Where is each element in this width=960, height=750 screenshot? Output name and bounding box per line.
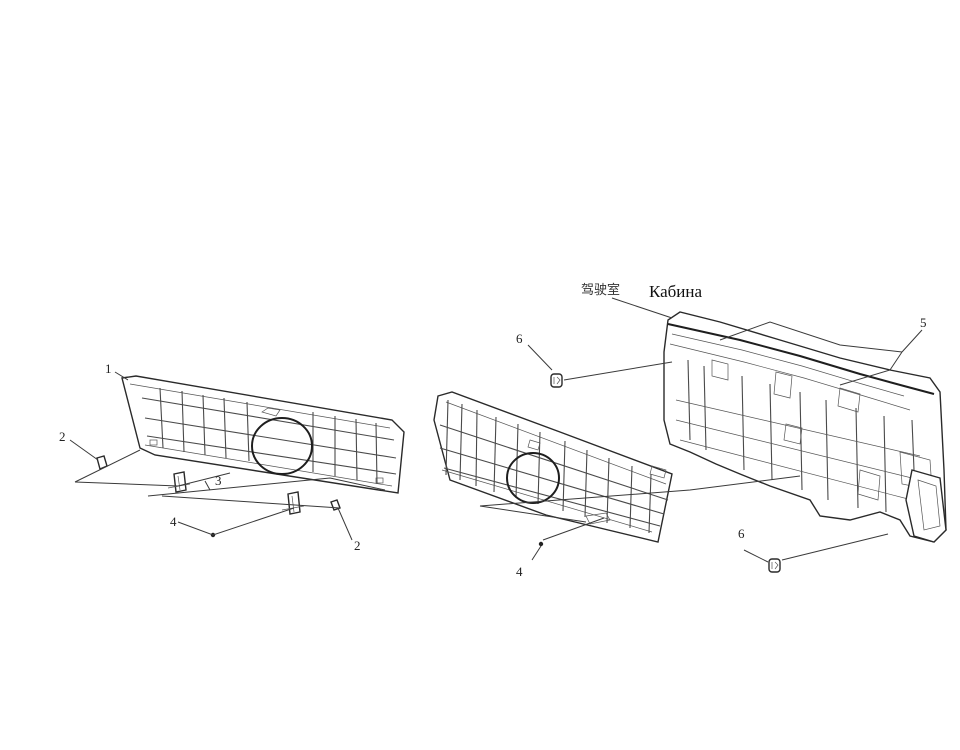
callout-4-left: 4 bbox=[170, 514, 177, 529]
screw-part-middle bbox=[538, 541, 544, 547]
callout-1: 1 bbox=[105, 361, 112, 376]
callout-5: 5 bbox=[920, 315, 927, 330]
plug-part-top bbox=[550, 373, 563, 388]
cabin-label-chinese: 驾驶室 bbox=[581, 282, 620, 298]
callout-6-bottom: 6 bbox=[738, 526, 745, 541]
left-leader-lines bbox=[69, 371, 386, 541]
cabin-label-russian: Кабина bbox=[649, 282, 703, 301]
callout-2-left: 2 bbox=[59, 429, 66, 444]
callout-2-right: 2 bbox=[354, 538, 361, 553]
right-leader-lines bbox=[479, 297, 923, 563]
plug-part-bottom bbox=[768, 558, 781, 573]
left-back-panel bbox=[121, 375, 405, 494]
installed-back-panel bbox=[433, 391, 673, 543]
cab-body bbox=[663, 311, 947, 543]
callout-4-middle: 4 bbox=[516, 564, 523, 579]
bracket-part-left bbox=[167, 471, 191, 493]
callout-6-top: 6 bbox=[516, 331, 523, 346]
callout-3: 3 bbox=[215, 473, 222, 488]
